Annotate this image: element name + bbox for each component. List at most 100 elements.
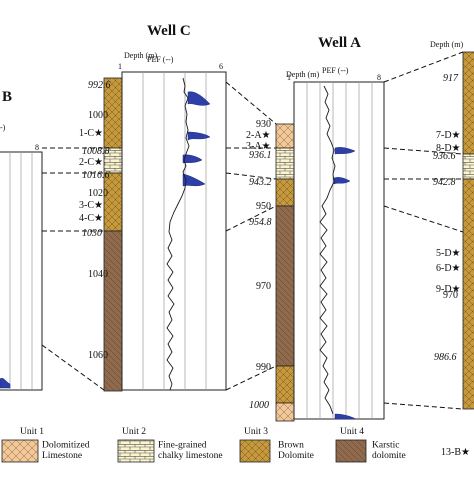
well-c-scale-min: 1 — [118, 62, 122, 71]
well-b-log-track — [0, 151, 43, 391]
well-a-log-track — [293, 81, 385, 420]
well-c-depth-992-6: 992.6 — [88, 80, 111, 91]
well-c-scale-max: 6 — [219, 62, 223, 71]
well-b-curve-label: -) — [0, 123, 6, 132]
well-d-unit3-upper — [462, 51, 474, 155]
well-b-grid — [9, 152, 33, 390]
well-c-depth-1020: 1020 — [88, 188, 108, 199]
well-c-unit4 — [103, 230, 123, 392]
well-c-pef-peak-1 — [187, 91, 211, 106]
well-c: Well C Depth (m) PEF (--) 1 6 992.6 1000… — [79, 23, 227, 392]
well-a-depth-970: 970 — [256, 281, 271, 292]
well-a-title: Well A — [318, 35, 361, 51]
well-b-pef-peak — [0, 377, 11, 389]
well-d-sample-5-d: 5-D★ — [436, 248, 461, 259]
well-a-grid — [306, 82, 373, 419]
well-d-depth-917: 917 — [443, 73, 459, 84]
well-a-curve-label: PEF (--) — [322, 66, 349, 75]
well-a-pef-peak-1 — [334, 147, 356, 155]
well-a-depth-950: 950 — [256, 201, 271, 212]
well-a-scale-max: 8 — [377, 73, 381, 82]
well-d-depth-942-8: 942.8 — [433, 177, 456, 188]
well-a-pef-peak-3 — [334, 413, 357, 420]
well-a: Well A Depth (m) PEF (--) 1 8 930 936.1 … — [246, 35, 385, 422]
legend-unit2-swatch — [117, 439, 155, 463]
corr-c-a-base — [225, 365, 277, 391]
legend-unit1-swatch — [1, 439, 39, 463]
well-d-depth-970: 970 — [443, 290, 458, 301]
well-a-unit3-upper — [275, 178, 295, 207]
well-c-grid — [142, 72, 207, 390]
well-d-unit3-lower — [462, 178, 474, 410]
legend-sample-marker: 13-B★ — [441, 447, 470, 458]
well-a-sample-2-a: 2-A★ — [246, 130, 271, 141]
well-d-unit2 — [462, 153, 474, 180]
well-a-scale-min: 1 — [287, 73, 291, 82]
well-c-pef-peak-2 — [187, 131, 211, 141]
well-d-sample-7-d: 7-D★ — [436, 130, 461, 141]
well-c-unit3-lower — [103, 172, 123, 232]
corr-c-a-top — [225, 81, 277, 125]
well-b: B -) 8 — [0, 89, 43, 391]
well-c-curve-label: PEF (--) — [147, 55, 174, 64]
well-c-depth-1030: 1030 — [82, 228, 102, 239]
well-c-pef-peak-3 — [182, 154, 203, 164]
well-d-depth-header: Depth (m) — [430, 40, 463, 49]
well-c-depth-1040: 1040 — [88, 269, 108, 280]
well-c-sample-3-c: 3-C★ — [79, 200, 103, 211]
legend-unit4-swatch — [335, 439, 367, 463]
corr-c-a-unit4-top — [225, 205, 277, 232]
well-c-depth-1016-6: 1016.6 — [82, 170, 110, 181]
corr-b-c-base — [41, 344, 105, 391]
correlation-lines — [41, 51, 464, 410]
well-c-depth-1060: 1060 — [88, 350, 108, 361]
well-b-scale-max: 8 — [35, 143, 39, 152]
well-d-sample-6-d: 6-D★ — [436, 263, 461, 274]
well-a-sample-3-a: 3-A★ — [246, 141, 271, 152]
well-c-title: Well C — [147, 23, 191, 39]
corr-a-d-unit4 — [383, 205, 464, 233]
well-a-depth-943-2: 943.2 — [249, 177, 272, 188]
well-c-depth-1008-8: 1008.8 — [82, 146, 110, 157]
well-a-depth-header: Depth (m) — [286, 70, 319, 79]
well-a-pef-peak-2 — [333, 177, 351, 185]
corr-a-d-base — [383, 402, 464, 410]
well-c-pef-curve — [166, 77, 190, 391]
well-c-sample-2-c: 2-C★ — [79, 157, 103, 168]
well-c-sample-4-c: 4-C★ — [79, 213, 103, 224]
well-a-depth-936-1: 936.1 — [249, 150, 272, 161]
legend-unit2-tag: Unit 2 — [122, 427, 146, 437]
well-c-log-track — [121, 71, 227, 391]
legend-unit1-tag: Unit 1 — [20, 427, 44, 437]
legend-unit3-swatch — [239, 439, 271, 463]
well-d: Depth (m) 917 936.6 942.8 970 986.6 7-D★… — [430, 40, 474, 410]
well-c-pef-peak-4 — [182, 173, 206, 187]
legend-unit4-tag: Unit 4 — [340, 427, 364, 437]
corr-c-a-unit2-base — [225, 172, 277, 180]
well-a-depth-1000: 1000 — [249, 400, 269, 411]
well-b-title: B — [2, 89, 12, 105]
well-c-sample-1-c: 1-C★ — [79, 128, 103, 139]
well-a-depth-990: 990 — [256, 362, 271, 373]
well-c-depth-header: Depth (m) — [124, 51, 157, 60]
well-d-depth-986-6: 986.6 — [434, 352, 457, 363]
well-d-sample-9-d: 9-D★ — [436, 284, 461, 295]
well-a-depth-930: 930 — [256, 119, 271, 130]
well-c-depth-1000: 1000 — [88, 110, 108, 121]
corr-a-d-top — [383, 51, 464, 83]
corr-a-d-unit2-top — [383, 147, 464, 155]
well-a-unit3-lower — [275, 365, 295, 404]
well-a-pef-curve — [319, 85, 336, 415]
well-a-unit2 — [275, 147, 295, 180]
well-a-unit1 — [275, 123, 295, 149]
